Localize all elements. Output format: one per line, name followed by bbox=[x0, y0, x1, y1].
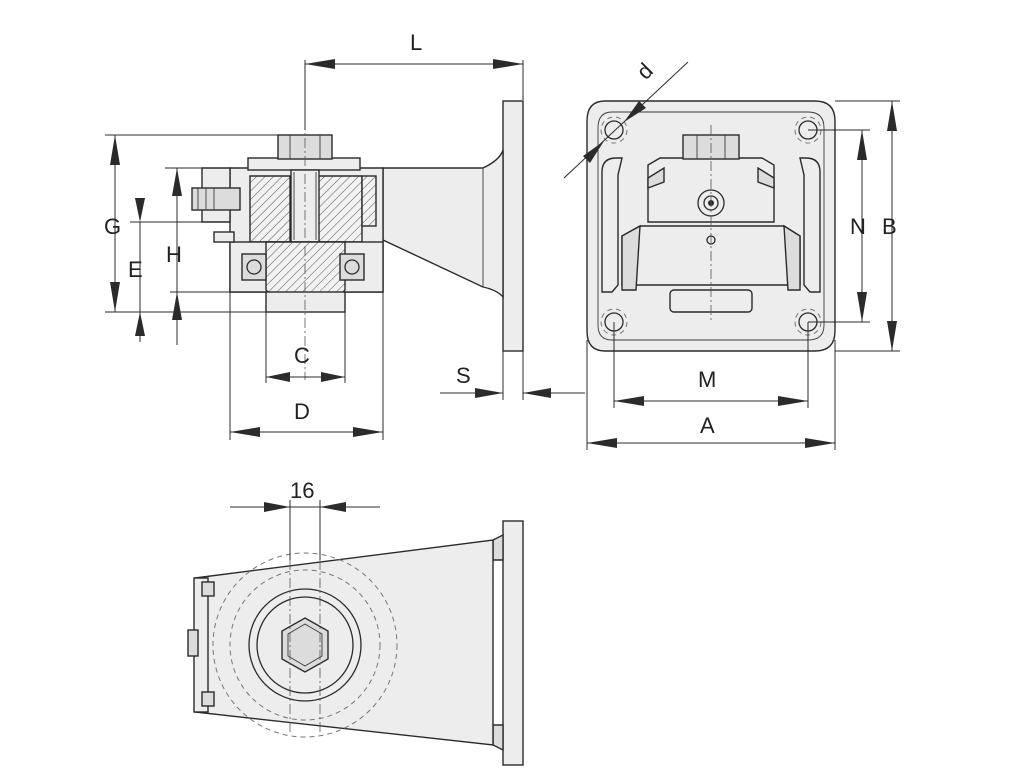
side-dimensions: L G E H C D bbox=[104, 30, 585, 440]
label-16: 16 bbox=[290, 478, 314, 503]
side-section-view bbox=[191, 100, 524, 380]
clamp-screw bbox=[191, 187, 241, 211]
plan-hex-head bbox=[281, 617, 329, 673]
bearing-left bbox=[241, 253, 267, 281]
label-M: M bbox=[698, 367, 716, 392]
shaft-end bbox=[265, 291, 346, 313]
plan-tapered-body bbox=[194, 539, 494, 746]
dim-16: 16 bbox=[230, 478, 380, 560]
label-G: G bbox=[104, 214, 121, 239]
section-hatch-wall bbox=[361, 175, 377, 227]
bracket-arm bbox=[382, 149, 504, 299]
guide-left bbox=[601, 157, 623, 293]
label-N: N bbox=[850, 214, 866, 239]
label-L: L bbox=[410, 30, 422, 55]
label-H: H bbox=[166, 242, 182, 267]
section-hatch-right bbox=[317, 175, 363, 243]
guide-right bbox=[799, 157, 821, 293]
mount-hole-tl bbox=[600, 116, 628, 144]
grease-nipple bbox=[213, 231, 235, 243]
flange-plate bbox=[502, 100, 524, 352]
label-A: A bbox=[700, 413, 715, 438]
section-hatch-left bbox=[249, 175, 291, 243]
label-C: C bbox=[294, 343, 310, 368]
plan-view bbox=[187, 520, 524, 766]
label-d: d bbox=[632, 58, 658, 84]
label-E: E bbox=[128, 257, 143, 282]
label-D: D bbox=[294, 399, 310, 424]
label-B: B bbox=[882, 214, 897, 239]
bearing-right bbox=[339, 253, 365, 281]
plan-flange-plate bbox=[502, 520, 524, 766]
housing-cap bbox=[247, 157, 361, 171]
hidden-outer-circle bbox=[212, 552, 398, 738]
bearing-circle bbox=[248, 588, 362, 702]
label-S: S bbox=[456, 363, 471, 388]
front-view bbox=[586, 100, 836, 352]
